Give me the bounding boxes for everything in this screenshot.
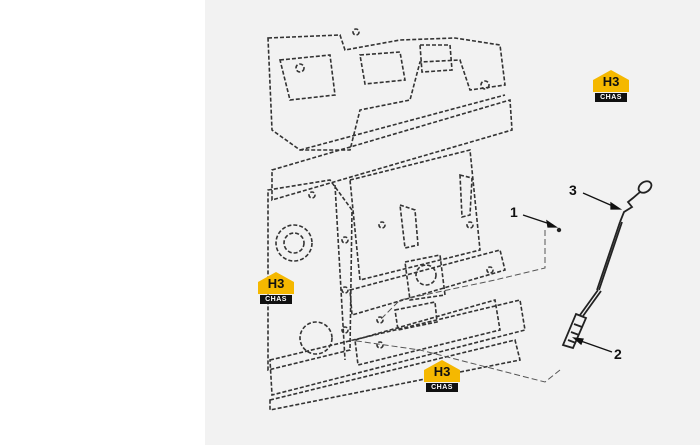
logo-band: CHAS bbox=[595, 93, 627, 102]
watermark-logo-top: H3 CHAS bbox=[593, 70, 629, 104]
item-3-dipstick bbox=[596, 180, 653, 291]
item-2-dipstick-tube bbox=[561, 289, 602, 350]
logo-roof-icon bbox=[593, 70, 629, 92]
logo-mark: H3 bbox=[433, 364, 451, 379]
callout-2-label: 2 bbox=[614, 346, 622, 362]
item-1-bolt bbox=[556, 227, 562, 233]
engine-rail bbox=[271, 98, 513, 202]
watermark-logo-bottom: H3 CHAS bbox=[424, 360, 460, 394]
leader-3 bbox=[582, 192, 616, 208]
logo-band: CHAS bbox=[426, 383, 458, 392]
engine-top-outline bbox=[267, 34, 506, 151]
logo-roof-icon bbox=[424, 360, 460, 382]
crank-seal-circle bbox=[275, 224, 313, 262]
leader-2 bbox=[577, 339, 613, 353]
callout-1-label: 1 bbox=[510, 204, 518, 220]
front-cover-outline bbox=[267, 179, 353, 372]
logo-band: CHAS bbox=[260, 295, 292, 304]
logo-mark: H3 bbox=[602, 74, 620, 89]
callout-3-label: 3 bbox=[569, 182, 577, 198]
logo-roof-icon bbox=[258, 272, 294, 294]
logo-mark: H3 bbox=[267, 276, 285, 291]
watermark-logo-left: H3 CHAS bbox=[258, 272, 294, 306]
